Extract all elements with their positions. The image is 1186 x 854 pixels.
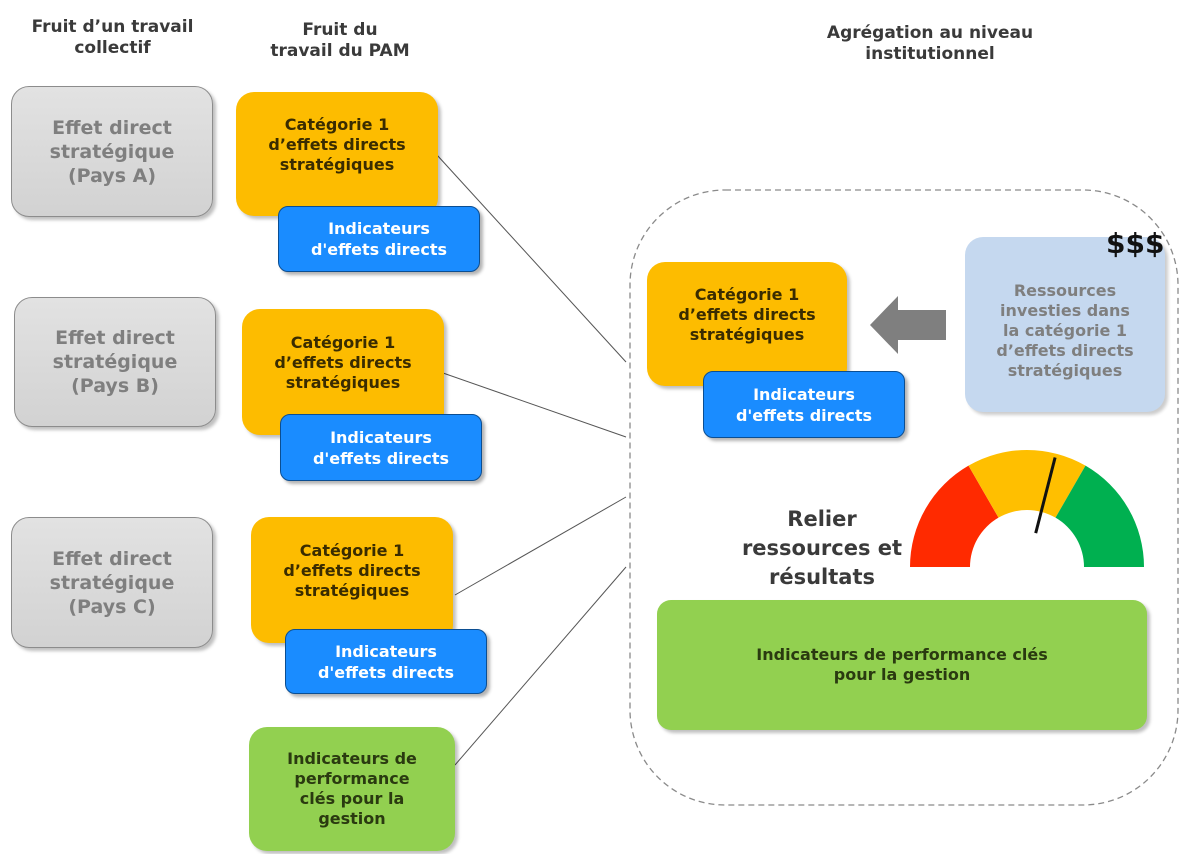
kpi-box-left: Indicateurs de performance clés pour la … [249, 727, 455, 851]
dollar-sign-label: $$$ [1106, 227, 1165, 260]
aggregate-category-box: Catégorie 1 d’effets directs stratégique… [647, 262, 847, 386]
link-resources-results-label: Relier ressources et résultats [741, 507, 903, 589]
country-outcome-a: Effet direct stratégique (Pays A) [11, 86, 213, 217]
country-outcome-b: Effet direct stratégique (Pays B) [14, 297, 216, 427]
resources-box: Ressources investies dans la catégorie 1… [965, 237, 1165, 412]
aggregate-indicators-box: Indicateurs d'effets directs [703, 371, 905, 438]
indicators-box-a: Indicateurs d'effets directs [278, 206, 480, 272]
connector-line-kpi [454, 566, 627, 766]
gauge-needle [1034, 457, 1057, 534]
kpi-box-aggregate: Indicateurs de performance clés pour la … [657, 600, 1147, 730]
header-collective: Fruit d’un travail collectif [31, 17, 194, 58]
header-aggregation: Agrégation au niveau institutionnel [826, 23, 1034, 64]
gauge [910, 449, 1144, 567]
connector-line-b [442, 372, 627, 438]
category-box-c: Catégorie 1 d’effets directs stratégique… [251, 517, 453, 643]
gauge-segment-2 [968, 449, 1086, 518]
gauge-segment-3 [1055, 465, 1144, 567]
gauge-segment-1 [910, 465, 999, 567]
connector-line-c [454, 496, 627, 596]
indicators-box-b: Indicateurs d'effets directs [280, 414, 482, 481]
header-wfp: Fruit du travail du PAM [270, 20, 410, 61]
connector-line-a [436, 154, 627, 363]
country-outcome-c: Effet direct stratégique (Pays C) [11, 517, 213, 648]
category-box-a: Catégorie 1 d’effets directs stratégique… [236, 92, 438, 216]
indicators-box-c: Indicateurs d'effets directs [285, 629, 487, 694]
aggregation-area [629, 189, 1179, 806]
arrow-left-icon [870, 296, 946, 354]
